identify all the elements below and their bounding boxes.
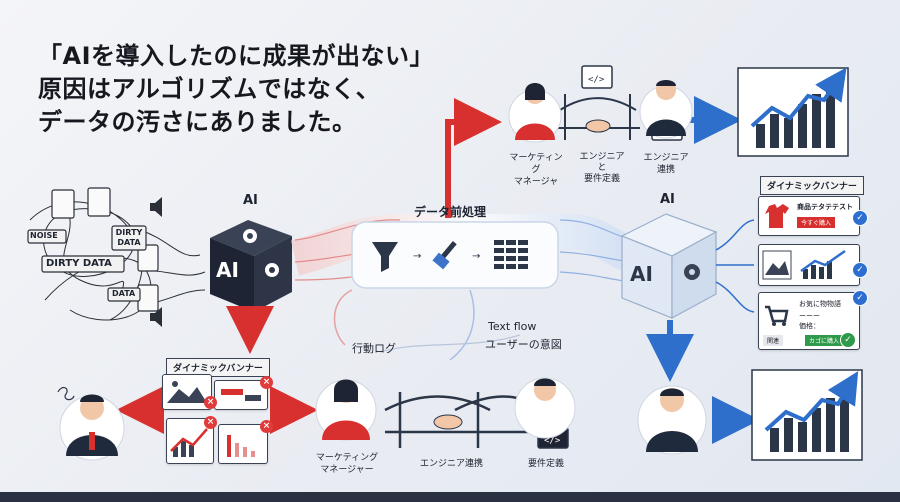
preprocess-label: データ前処理 — [414, 205, 487, 219]
action-log-path — [333, 289, 353, 346]
close-icon: × — [260, 420, 273, 433]
bar-chart-icon — [227, 435, 255, 457]
broken-image-icon — [221, 389, 261, 401]
card3-row2: 価格： — [799, 322, 820, 330]
action-log-label: 行動ログ — [352, 342, 396, 355]
confusion-icon — [57, 386, 75, 401]
code-glyph: </> — [588, 75, 605, 85]
top-engineer-requirements-label: エンジニア と 要件定義 — [579, 152, 625, 184]
bar-chart-icon — [170, 428, 208, 457]
image-chart-icon — [762, 249, 846, 280]
person-icon — [59, 394, 125, 461]
shirt-icon — [765, 204, 789, 228]
card3-title: お気に物物語 — [799, 300, 841, 308]
ai-right-cube-text: AI — [630, 262, 653, 286]
bottom-engineer-label: エンジニア連携 — [420, 459, 484, 469]
person-icon — [514, 377, 576, 439]
person-icon — [639, 80, 693, 139]
brush-icon — [432, 241, 457, 270]
check-icon: ✓ — [852, 210, 868, 226]
top-engineer-link-label: エンジニア 連携 — [643, 153, 689, 175]
right-banner-card-2 — [758, 244, 860, 286]
close-icon: × — [204, 396, 217, 409]
data-label: DATA — [112, 289, 136, 298]
handshake-icon — [433, 119, 611, 430]
right-banner-card-1: 商品テタテテスト 今すぐ購入 — [758, 196, 860, 236]
intent-path — [449, 289, 475, 361]
left-banner-card-2 — [214, 380, 268, 410]
card3-row1: ーーー — [799, 312, 820, 320]
headline-line-1: 「AIを導入したのに成果が出ない」 — [38, 42, 435, 70]
card1-buy-button[interactable]: 今すぐ購入 — [797, 217, 836, 228]
funnel-icon — [372, 242, 398, 272]
speaker-icon — [150, 197, 162, 327]
gear-icon — [684, 264, 700, 280]
card1-title: 商品テタテテスト — [797, 203, 853, 211]
card3-badge: 関連 — [763, 335, 784, 346]
gear-icon — [243, 229, 279, 277]
bottom-bar — [0, 492, 900, 502]
document-icon — [51, 187, 159, 312]
dirty-data-label-2: DIRTY DATA — [46, 258, 112, 269]
card3-cart-button[interactable]: カゴに購入 — [805, 335, 844, 346]
grid-icon — [494, 240, 528, 269]
user-intent-label: ユーザーの意図 — [485, 338, 562, 351]
ai-left-label: AI — [243, 193, 258, 208]
left-banner-card-4 — [218, 424, 268, 464]
right-banner-group: ダイナミックバンナー 商品テタテテスト 今すぐ購入 ✓ ✓ お気に物物語 ーーー… — [756, 176, 868, 352]
cart-icon — [765, 305, 789, 326]
bottom-requirements-label: 要件定義 — [528, 459, 565, 469]
headline-line-3: データの汚さにありました。 — [38, 108, 357, 136]
dirty-data-label-1: DIRTY DATA — [115, 228, 143, 247]
preprocess-panel — [351, 221, 559, 289]
close-icon: × — [204, 416, 217, 429]
bridge-icon — [384, 392, 545, 448]
check-icon: ✓ — [840, 332, 856, 348]
headline-line-2: 原因はアルゴリズムではなく、 — [38, 75, 381, 103]
person-icon — [508, 83, 562, 143]
bridge-icon — [555, 94, 640, 140]
bottom-marketing-label: マーケティング マネージャー — [315, 453, 379, 475]
arrow-glyph-2: → — [472, 251, 480, 262]
headline: 「AIを導入したのに成果が出ない」 原因はアルゴリズムではなく、 データの汚さに… — [38, 40, 434, 139]
left-banner-group: ダイナミックバンナー × × × × — [160, 358, 273, 468]
ai-left-cube-text: AI — [216, 258, 239, 282]
arrow-glyph-1: → — [413, 251, 421, 262]
bar-chart-icon — [737, 67, 849, 157]
close-icon: × — [260, 376, 273, 389]
right-banner-card-3: お気に物物語 ーーー 価格： 関連 カゴに購入 — [758, 292, 860, 350]
flow-line-bottom — [379, 334, 521, 353]
noise-label-boxes — [27, 225, 147, 302]
red-arrow-up — [445, 98, 502, 218]
image-icon — [167, 381, 207, 403]
noise-label: NOISE — [30, 231, 58, 240]
bar-chart-icon — [751, 369, 863, 461]
code-glyph: </> — [544, 436, 561, 446]
check-icon: ✓ — [852, 262, 868, 278]
left-banner-card-1 — [162, 374, 212, 410]
person-icon — [637, 385, 707, 455]
right-banner-title: ダイナミックバンナー — [760, 176, 864, 195]
text-flow-label: Text flow — [488, 320, 537, 333]
ai-right-label: AI — [660, 192, 675, 207]
banner-connectors — [715, 219, 755, 313]
left-banner-title: ダイナミックバンナー — [166, 358, 270, 377]
check-icon: ✓ — [852, 290, 868, 306]
top-marketing-label: マーケティング マネージャ — [509, 153, 563, 187]
person-icon — [315, 379, 377, 441]
